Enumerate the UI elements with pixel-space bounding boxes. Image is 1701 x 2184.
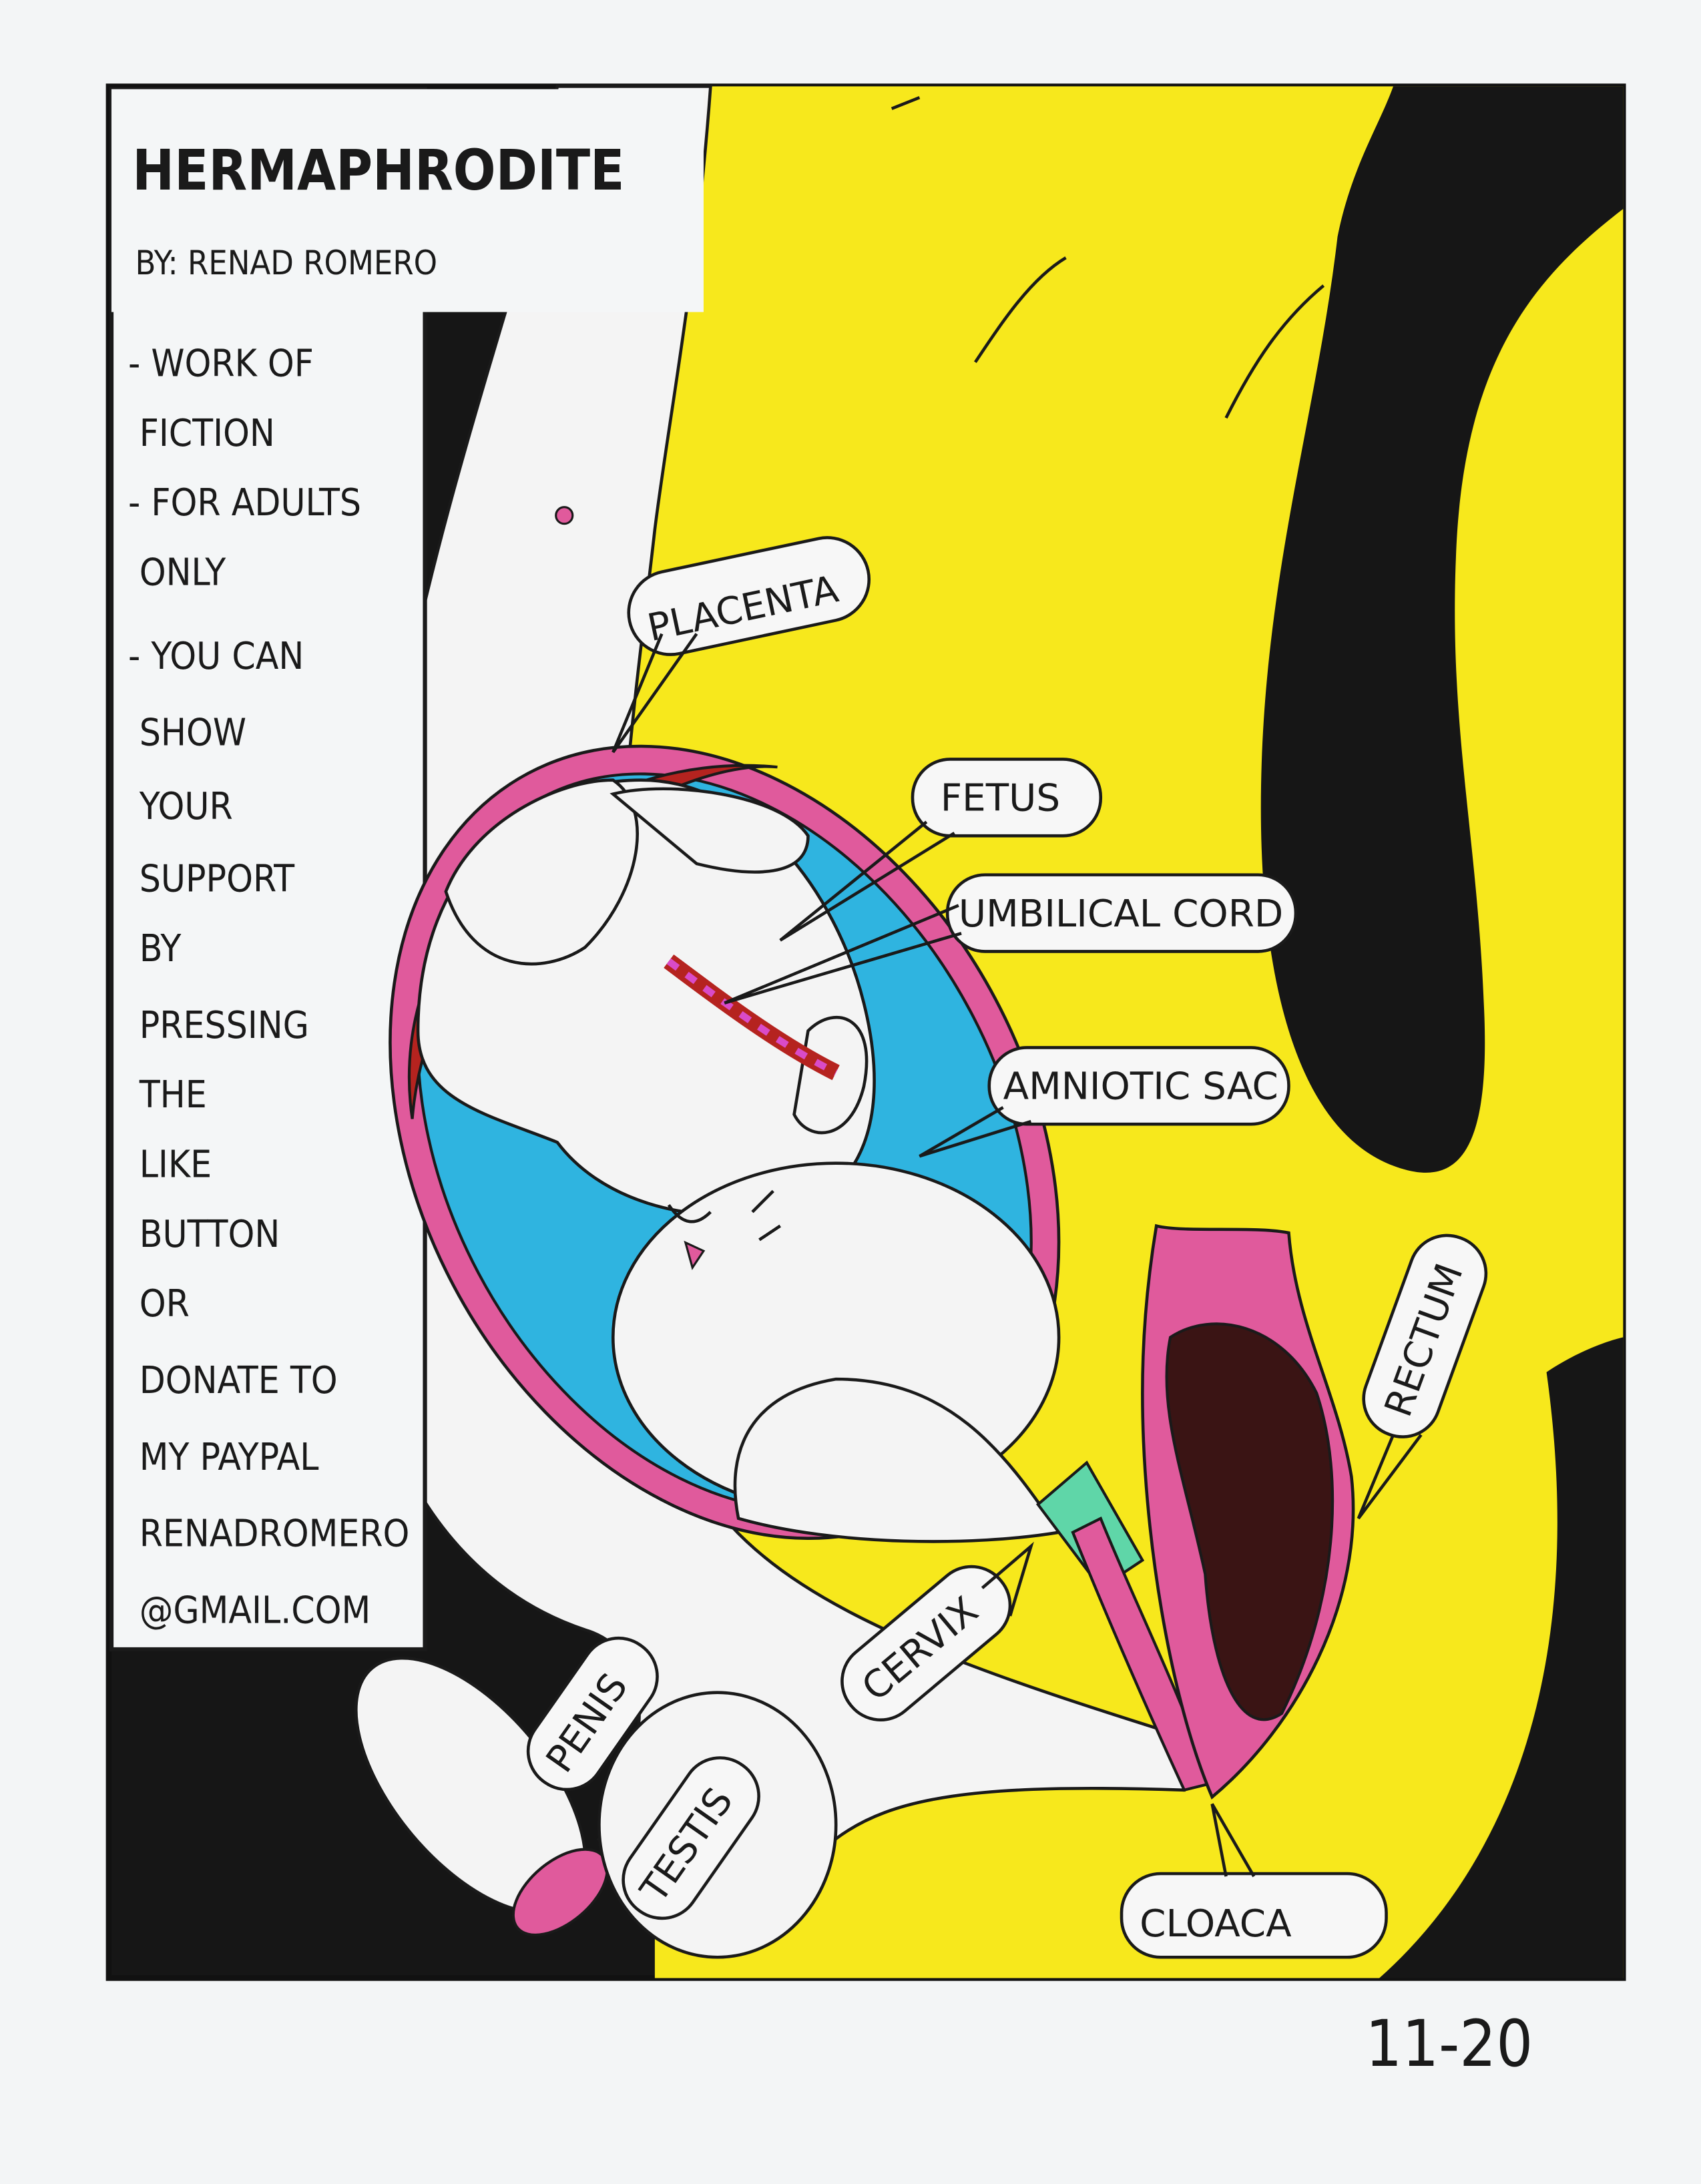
panel-line: THE [139,1073,207,1117]
skin-lines [891,95,1325,419]
text-panel [109,87,427,1652]
panel-line: BY [140,927,182,971]
panel-text: - WORK OF FICTION - FOR ADULTS ONLY - YOU CA… [128,342,409,1632]
label-amniotic-sac: AMNIOTIC SAC [919,1046,1290,1158]
label-umbilical-cord: UMBILICAL CORD [724,873,1298,1005]
panel-line: - FOR ADULTS [128,481,361,525]
byline: BY: RENAD ROMERO [135,244,437,282]
page-number: 11-20 [1365,2006,1533,2081]
title: HERMAPHRODITE [132,138,624,203]
svg-text:CLOACA: CLOACA [1140,1902,1292,1946]
panel-line: @GMAIL.COM [140,1589,371,1632]
umbilical-cord-stripes [666,958,838,1076]
panel-line: SHOW [140,712,246,755]
panel-line: YOUR [139,785,233,828]
svg-text:AMNIOTIC SAC: AMNIOTIC SAC [1003,1065,1278,1109]
rectum-pointer [1357,1434,1423,1520]
panel-line: DONATE TO [140,1359,338,1402]
black-shape-right [1260,86,1624,1173]
panel-line: ONLY [140,551,227,595]
fetus [416,778,1062,1543]
label-fetus: FETUS [779,758,1103,942]
panel-line: OR [140,1282,190,1326]
panel-line: - WORK OF [128,342,314,385]
black-shape-bottom-right [1379,1337,1624,1978]
panel-line: FICTION [140,412,275,455]
panel-line: BUTTON [140,1213,280,1256]
panel-line: LIKE [140,1143,212,1187]
panel-line: SUPPORT [140,858,295,901]
panel-line: PRESSING [140,1004,309,1047]
svg-text:UMBILICAL CORD: UMBILICAL CORD [959,892,1283,936]
rectum-contents [1165,1322,1334,1721]
fetus-face-eyes [667,1189,781,1242]
text-panel-top [111,89,704,312]
panel-line: - YOU CAN [128,635,304,678]
panel-line: RENADROMERO [140,1513,410,1556]
label-cloaca: CLOACA [1120,1803,1388,1959]
cervix-pointer [981,1541,1034,1617]
svg-text:FETUS: FETUS [941,777,1060,820]
fetus-nose [684,1240,706,1270]
panel-line: MY PAYPAL [140,1436,319,1479]
navel [555,506,574,525]
